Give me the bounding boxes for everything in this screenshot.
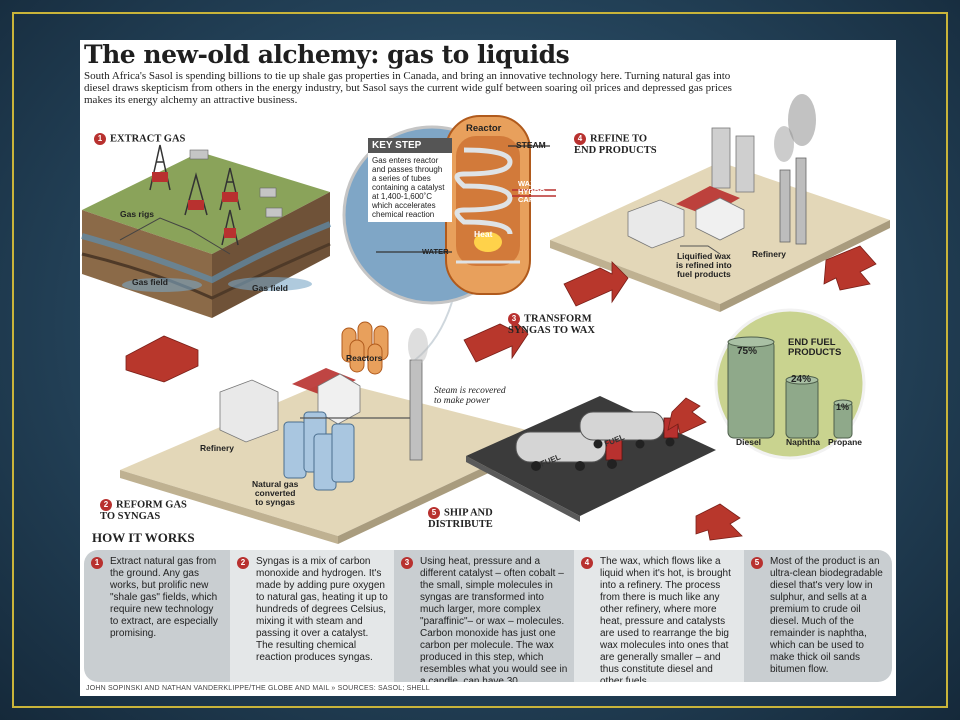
arrow-reform-to-transform: [463, 317, 529, 363]
how-5-text: Most of the product is an ultra-clean bi…: [770, 556, 883, 675]
infographic: The new-old alchemy: gas to liquids Sout…: [80, 40, 896, 696]
flow-arrows: [125, 245, 877, 541]
step-4-title: REFINE TO END PRODUCTS: [574, 133, 657, 156]
refinery-label-left: Refinery: [200, 443, 235, 453]
water-label: WATER: [422, 247, 449, 256]
refinery-label-right: Refinery: [752, 249, 787, 259]
propane-percent: 1%: [836, 402, 850, 412]
step-3-number: 3: [508, 313, 520, 325]
propane-label: Propane: [828, 437, 863, 447]
gas-field-label-right: Gas field: [252, 283, 288, 293]
propane-tank: [833, 399, 853, 439]
step-2-number: 2: [100, 499, 112, 511]
steam-recovered-label: Steam is recovered to make power: [434, 386, 506, 406]
heat-label: Heat: [474, 229, 493, 239]
how-2-text: Syngas is a mix of carbon monoxide and h…: [256, 556, 388, 663]
how-2-number: 2: [237, 557, 249, 569]
how-1-text: Extract natural gas from the ground. Any…: [110, 556, 218, 639]
naphtha-tank: [785, 375, 819, 439]
step-5-number: 5: [428, 507, 440, 519]
source-credit: JOHN SOPINSKI AND NATHAN VANDERKLIPPE/TH…: [86, 685, 430, 692]
intro-paragraph: South Africa's Sasol is spending billion…: [84, 70, 732, 106]
fuel-truck-front: [515, 431, 623, 471]
process-illustration: [81, 94, 890, 544]
waxy-hydrocarbons-label: WAXY HYDRO- CARBONS: [518, 179, 556, 204]
how-5-number: 5: [751, 557, 763, 569]
gas-field-label-left: Gas field: [132, 277, 168, 287]
page-title: The new-old alchemy: gas to liquids: [84, 40, 570, 69]
arrow-extract-to-reform: [125, 335, 199, 383]
diesel-label: Diesel: [736, 437, 762, 447]
arrow-transform-to-refine: [563, 261, 629, 307]
how-column-3: 3 Using heat, pressure and a different c…: [394, 550, 574, 682]
reactor-label: Reactor: [466, 123, 502, 134]
how-3-text: Using heat, pressure and a different cat…: [420, 556, 568, 682]
step-1-label: 1 EXTRACT GAS: [94, 122, 185, 145]
reactors-label: Reactors: [346, 353, 383, 363]
how-it-works-panel: 1 Extract natural gas from the ground. A…: [84, 550, 892, 682]
how-column-2: 2 Syngas is a mix of carbon monoxide and…: [230, 550, 394, 682]
natural-gas-label: Natural gas converted to syngas: [252, 479, 299, 507]
how-1-number: 1: [91, 557, 103, 569]
diesel-tank: [727, 336, 775, 439]
gas-rigs-label: Gas rigs: [120, 209, 155, 219]
diesel-percent: 75%: [737, 346, 758, 357]
key-step-text: Gas enters reactor and passes through a …: [368, 153, 452, 222]
how-4-text: The wax, which flows like a liquid when …: [600, 556, 731, 682]
arrow-products-to-ship: [667, 397, 707, 435]
extract-gas-diorama: [81, 144, 332, 318]
end-products-circle: [714, 308, 866, 460]
slide-frame: [12, 12, 948, 708]
refinery-diorama: [550, 94, 890, 312]
how-column-1: 1 Extract natural gas from the ground. A…: [84, 550, 230, 682]
how-4-number: 4: [581, 557, 593, 569]
arrow-ship-out: [695, 503, 743, 541]
arrow-refine-to-products: [823, 245, 877, 291]
step-1-title: EXTRACT GAS: [110, 133, 186, 145]
liquified-wax-label: Liquified wax is refined into fuel produ…: [676, 251, 732, 279]
how-3-number: 3: [401, 557, 413, 569]
step-4-number: 4: [574, 133, 586, 145]
how-column-4: 4 The wax, which flows like a liquid whe…: [574, 550, 744, 682]
steam-label: STEAM: [516, 140, 546, 150]
naphtha-label: Naphtha: [786, 437, 820, 447]
step-5-title: SHIP AND DISTRIBUTE: [428, 507, 493, 530]
step-1-number: 1: [94, 133, 106, 145]
end-products-heading: END FUEL PRODUCTS: [788, 337, 842, 358]
naphtha-percent: 24%: [791, 374, 812, 385]
step-3-title: TRANSFORM SYNGAS TO WAX: [508, 313, 595, 336]
reform-gas-diorama: [120, 321, 550, 544]
key-step-heading: KEY STEP: [368, 138, 452, 153]
step-2-title: REFORM GAS TO SYNGAS: [100, 499, 187, 522]
key-step-box: KEY STEP Gas enters reactor and passes t…: [368, 138, 452, 248]
how-column-5: 5 Most of the product is an ultra-clean …: [744, 550, 892, 682]
how-it-works-heading: HOW IT WORKS: [92, 530, 195, 545]
